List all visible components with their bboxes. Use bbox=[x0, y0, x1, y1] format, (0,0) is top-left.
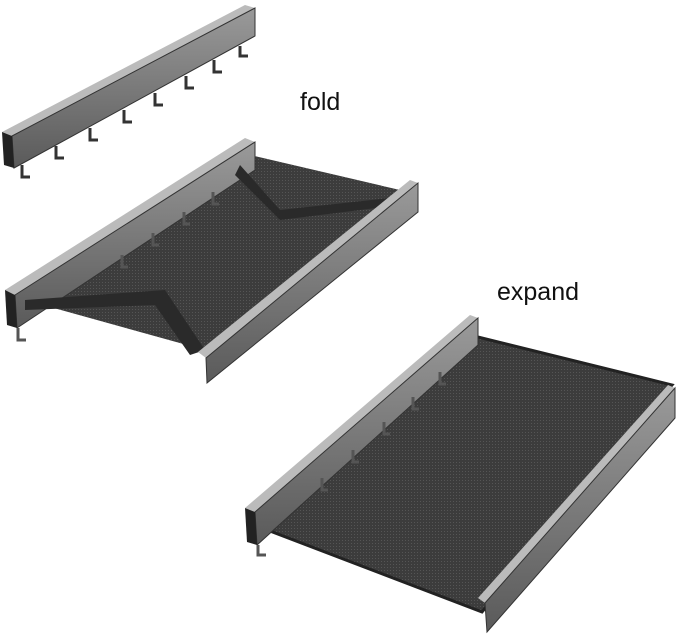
expand-label: expand bbox=[497, 278, 580, 306]
fold-label: fold bbox=[300, 88, 341, 116]
rack-fold-state bbox=[5, 138, 419, 385]
hook-icons bbox=[20, 46, 248, 179]
wall-rack-closed bbox=[2, 5, 256, 179]
rack-expand-state bbox=[245, 315, 676, 634]
